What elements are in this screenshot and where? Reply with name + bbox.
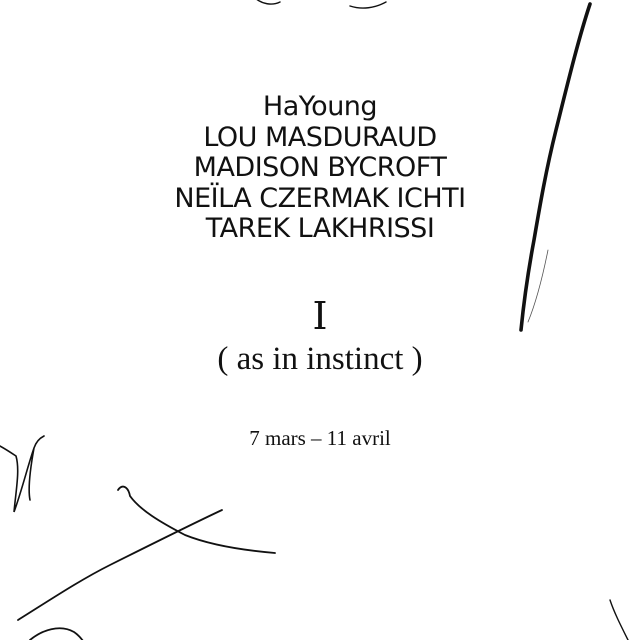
artist-name: MADISON BYCROFT (193, 152, 447, 183)
scribble-bottom-diagonal (17, 509, 223, 621)
artist-name: TAREK LAKHRISSI (205, 213, 435, 244)
scribble-right (519, 2, 592, 332)
scribble-bottom-loop (117, 485, 276, 554)
scribble-top (256, 0, 387, 9)
exhibition-dates: 7 mars – 11 avril (249, 426, 391, 450)
scribble-right-fray (527, 249, 549, 323)
scribble-bottom-corner (29, 627, 84, 640)
artist-name: NEÏLA CZERMAK ICHTI (174, 182, 466, 214)
scribble-left (0, 435, 45, 513)
artist-list: HaYoung LOU MASDURAUD MADISON BYCROFT NE… (0, 91, 640, 245)
exhibition-subtitle: ( as in instinct ) (217, 341, 423, 377)
artist-name: HaYoung (262, 91, 378, 122)
scribble-bottom-right (609, 599, 629, 640)
exhibition-title-letter: I (312, 294, 328, 338)
artist-name: LOU MASDURAUD (203, 121, 437, 153)
